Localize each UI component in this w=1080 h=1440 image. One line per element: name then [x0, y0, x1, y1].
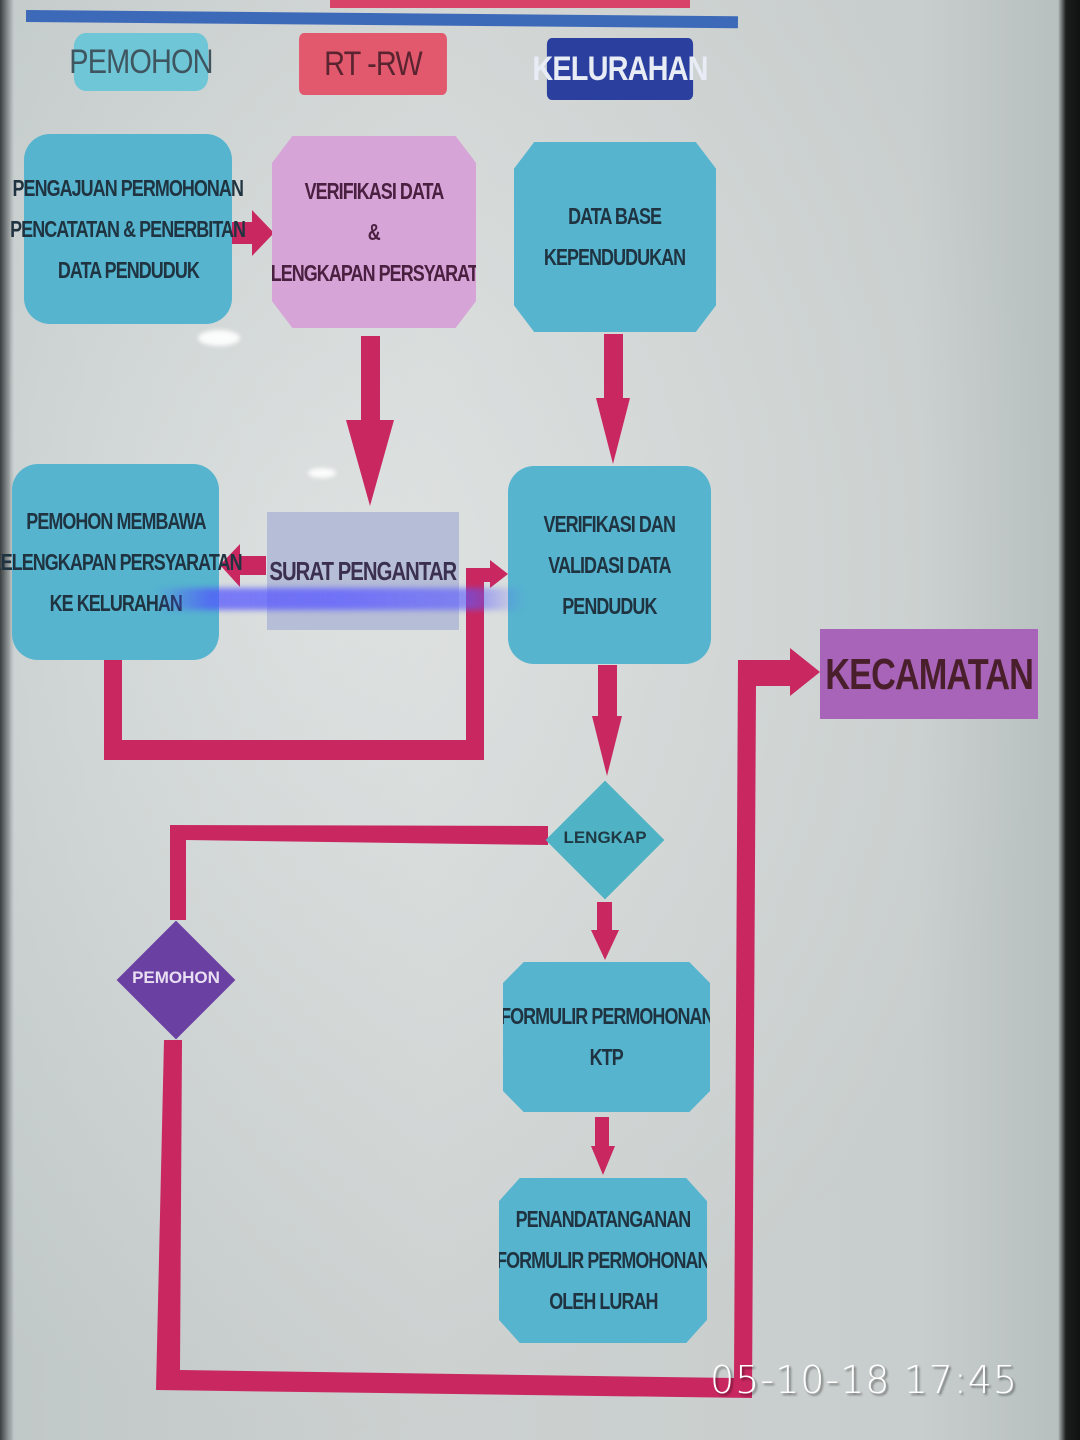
lane-label: PEMOHON	[69, 42, 213, 81]
step-pengajuan-permohonan: PENGAJUAN PERMOHONAN PENCATATAN & PENERB…	[11, 134, 246, 324]
step-text: KTP	[589, 1044, 624, 1070]
step-text: KELENGKAPAN PERSYARATAN	[247, 259, 501, 286]
step-text: DATA BASE	[568, 203, 663, 229]
step-database-kependudukan: DATA BASE KEPENDUDUKAN	[514, 142, 716, 332]
step-penandatanganan: PENANDATANGANAN FORMULIR PERMOHONAN OLEH…	[499, 1178, 707, 1343]
arrow-database-to-verifikasi	[596, 334, 630, 464]
camera-timestamp: 05-10-18 17:45	[710, 1358, 1019, 1402]
step-text: FORMULIR PERMOHONAN	[496, 1247, 710, 1273]
header-red-bar	[330, 0, 690, 8]
arrow-verifikasi-to-surat	[346, 336, 394, 506]
step-text: OLEH LURAH	[548, 1288, 658, 1314]
decision-pemohon-label: PEMOHON	[132, 968, 220, 987]
step-text: VERIFIKASI DATA	[304, 177, 445, 204]
step-text: PENANDATANGANAN	[515, 1206, 692, 1232]
step-text: DATA PENDUDUK	[57, 256, 200, 283]
lane-label: RT -RW	[324, 44, 423, 83]
arrow-pengajuan-to-verifikasi	[232, 210, 274, 256]
lane-label: KELURAHAN	[532, 49, 708, 88]
lane-header-pemohon: PEMOHON	[69, 33, 214, 91]
connector-pemohon-to-kecamatan	[156, 648, 820, 1398]
arrow-surat-to-pemohon	[220, 544, 266, 587]
step-text: PENCATATAN & PENERBITAN	[10, 215, 247, 242]
step-kecamatan: KECAMATAN	[820, 629, 1038, 719]
step-text: PENGAJUAN PERMOHONAN	[12, 174, 244, 201]
decision-lengkap-label: LENGKAP	[563, 828, 647, 847]
step-pemohon-membawa: PEMOHON MEMBAWA KELENGKAPAN PERSYARATAN …	[0, 464, 243, 660]
connector-pemohon-to-verifikasi	[104, 560, 508, 760]
arrow-verifikasi-to-lengkap	[592, 665, 622, 776]
light-glare	[308, 468, 336, 478]
step-text: KECAMATAN	[825, 649, 1034, 699]
step-text: KELENGKAPAN PERSYARATAN	[0, 548, 243, 575]
light-glare	[198, 330, 240, 346]
step-text: KEPENDUDUKAN	[544, 244, 686, 270]
step-surat-pengantar: SURAT PENGANTAR	[267, 512, 459, 630]
lane-header-rt-rw: RT -RW	[299, 33, 447, 95]
arrow-lengkap-to-formulir	[591, 902, 619, 960]
step-text: VERIFIKASI DAN	[543, 510, 676, 537]
step-text: SURAT PENGANTAR	[269, 555, 458, 586]
step-text: PEMOHON MEMBAWA	[25, 507, 206, 534]
step-formulir-permohonan-ktp: FORMULIR PERMOHONAN KTP	[503, 962, 710, 1112]
step-text: VALIDASI DATA	[548, 551, 671, 578]
connector-lengkap-to-pemohon	[170, 825, 548, 920]
step-text: PENDUDUK	[562, 592, 657, 619]
step-text: &	[367, 218, 381, 245]
arrow-formulir-to-penandatanganan	[591, 1117, 615, 1175]
lens-flare-streak	[155, 588, 525, 610]
step-verifikasi-data-rt: VERIFIKASI DATA & KELENGKAPAN PERSYARATA…	[272, 136, 476, 328]
step-verifikasi-validasi: VERIFIKASI DAN VALIDASI DATA PENDUDUK	[508, 466, 711, 664]
step-text: FORMULIR PERMOHONAN	[499, 1003, 714, 1029]
lane-header-kelurahan: KELURAHAN	[532, 38, 709, 100]
